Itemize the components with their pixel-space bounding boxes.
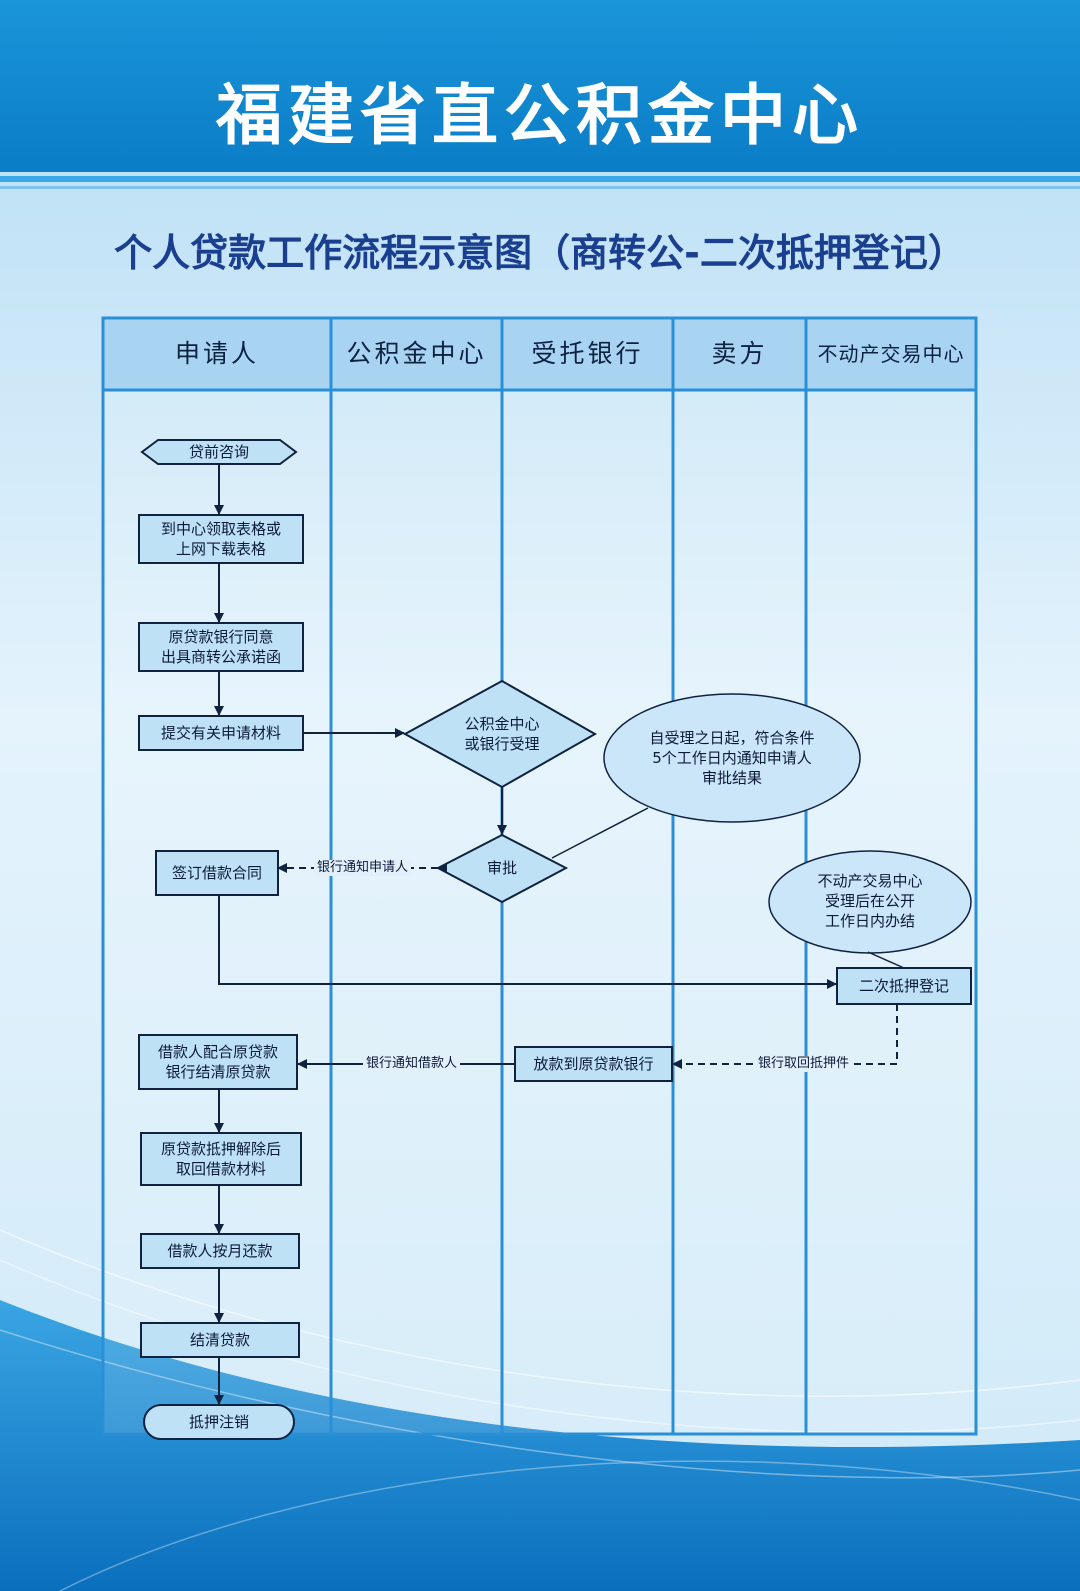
header-title: 福建省直公积金中心 — [216, 77, 864, 154]
node-accept: 公积金中心 或银行受理 — [464, 715, 540, 753]
node-payoff-shape — [140, 1322, 300, 1358]
node-get-form-shape — [138, 514, 304, 564]
node-payoff: 结清贷款 — [189, 1331, 250, 1349]
node-submit: 提交有关申请材料 — [160, 724, 281, 742]
node-bank-consent: 原贷款银行同意 出具商转公承诺函 — [160, 628, 281, 666]
node-retrieve: 原贷款抵押解除后 取回借款材料 — [160, 1140, 281, 1178]
edge-sign-to-mortgage — [218, 895, 837, 989]
node-repay: 借款人按月还款 — [167, 1242, 273, 1260]
node-consult: 贷前咨询 — [188, 443, 249, 461]
node-submit-shape — [138, 715, 304, 751]
footer-wave — [0, 1300, 1080, 1591]
node-approve-shape — [435, 833, 569, 904]
lane-header-applicant: 申请人 — [174, 339, 259, 368]
node-consult-shape — [140, 439, 298, 465]
node-approve: 审批 — [486, 859, 517, 877]
approve-note: 自受理之日起，符合条件 5个工作日内通知申请人 审批结果 — [649, 729, 815, 787]
node-disburse: 放款到原贷款银行 — [533, 1055, 654, 1073]
swimlane-header-bar — [101, 316, 978, 392]
register-note: 不动产交易中心 受理后在公开 工作日内办结 — [817, 872, 923, 930]
node-second-mortgage: 二次抵押登记 — [858, 977, 949, 995]
node-bank-consent-shape — [138, 622, 304, 672]
node-sign: 签订借款合同 — [171, 864, 262, 882]
node-cancel: 抵押注销 — [188, 1413, 249, 1431]
chart-title: 个人贷款工作流程示意图（商转公-二次抵押登记） — [114, 231, 966, 275]
edge-label-notify-applicant: 银行通知申请人 — [314, 860, 412, 876]
edge-label-retrieve-pledge: 银行取回抵押件 — [755, 1056, 853, 1072]
node-cancel-shape — [143, 1404, 295, 1440]
header-banner — [0, 0, 1080, 172]
approve-note-bubble — [603, 693, 861, 823]
node-second-mortgage-shape — [836, 967, 972, 1005]
node-settle-original: 借款人配合原贷款 银行结清原贷款 — [157, 1043, 278, 1081]
lane-header-seller: 卖方 — [711, 339, 768, 368]
lane-header-property-center: 不动产交易中心 — [817, 342, 965, 366]
node-sign-shape — [155, 850, 279, 896]
edge-label-notify-borrower: 银行通知借款人 — [363, 1056, 461, 1072]
edge-mortgage-to-disburse — [672, 1004, 898, 1069]
node-repay-shape — [140, 1233, 300, 1269]
node-retrieve-shape — [140, 1132, 302, 1186]
lane-header-trustee-bank: 受托银行 — [531, 339, 644, 368]
node-get-form: 到中心领取表格或 上网下载表格 — [160, 520, 281, 558]
lane-header-fund-center: 公积金中心 — [346, 339, 487, 368]
